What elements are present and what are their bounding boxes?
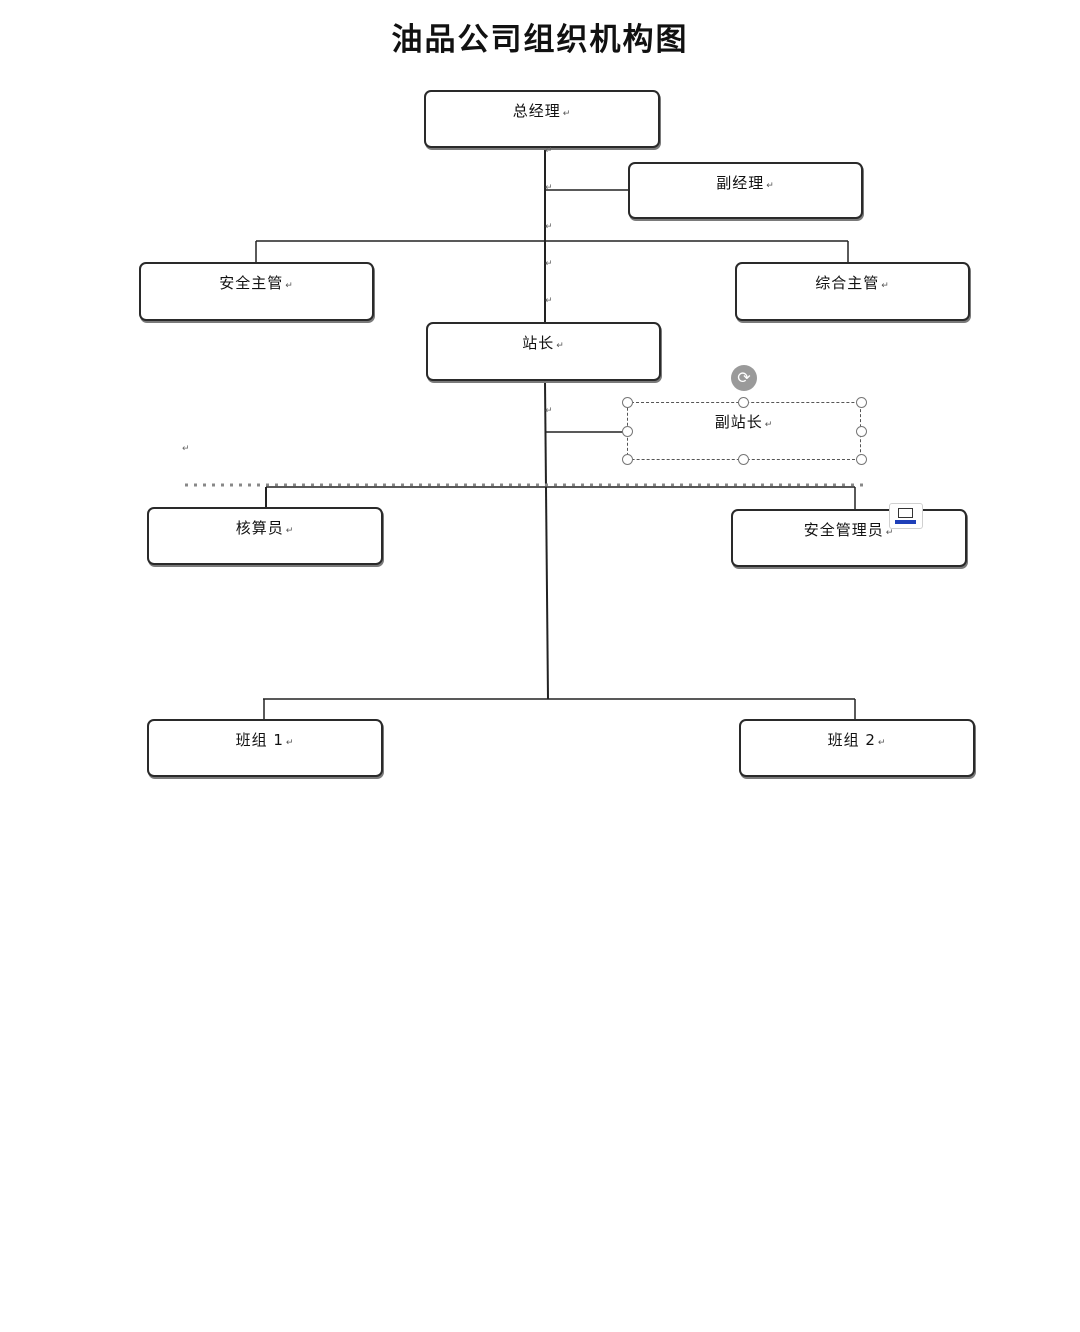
paragraph-mark: ↵ (885, 528, 895, 538)
paragraph-mark: ↵ (285, 526, 295, 536)
layout-options-bar (895, 520, 916, 524)
resize-handle-left[interactable] (622, 426, 633, 437)
resize-handle-right[interactable] (856, 426, 867, 437)
node-label: 总经理 (512, 102, 561, 120)
node-label: 班组 2 (827, 731, 876, 749)
node-label: 副经理 (716, 174, 765, 192)
paragraph-mark: ↵ (877, 738, 887, 748)
node-deputy-station-master[interactable]: 副站长↵ (627, 402, 861, 460)
node-team-1[interactable]: 班组 1↵ (147, 719, 383, 777)
paragraph-mark: ↵ (545, 296, 553, 306)
paragraph-mark: ↵ (545, 146, 553, 156)
resize-handle-bottom-right[interactable] (856, 454, 867, 465)
resize-handle-bottom[interactable] (738, 454, 749, 465)
paragraph-mark: ↵ (182, 444, 190, 454)
node-safety-administrator[interactable]: 安全管理员↵ (731, 509, 967, 567)
node-label: 安全管理员 (803, 521, 884, 539)
resize-handle-bottom-left[interactable] (622, 454, 633, 465)
paragraph-mark: ↵ (764, 420, 774, 430)
paragraph-mark: ↵ (562, 109, 572, 119)
node-label: 副站长 (714, 413, 763, 431)
node-general-manager[interactable]: 总经理↵ (424, 90, 660, 148)
node-station-master[interactable]: 站长↵ (426, 322, 661, 381)
paragraph-mark: ↵ (285, 738, 295, 748)
paragraph-mark: ↵ (545, 183, 553, 193)
node-deputy-manager[interactable]: 副经理↵ (628, 162, 863, 219)
node-safety-supervisor[interactable]: 安全主管↵ (139, 262, 374, 321)
paragraph-mark: ↵ (766, 181, 775, 191)
node-label: 安全主管 (219, 274, 284, 292)
paragraph-mark: ↵ (545, 406, 553, 416)
paragraph-mark: ↵ (556, 341, 565, 351)
node-label: 综合主管 (815, 274, 880, 292)
resize-handle-top-left[interactable] (622, 397, 633, 408)
node-team-2[interactable]: 班组 2↵ (739, 719, 975, 777)
paragraph-mark: ↵ (545, 259, 553, 269)
node-label: 站长 (522, 334, 555, 352)
node-general-affairs-supervisor[interactable]: 综合主管↵ (735, 262, 970, 321)
node-label: 核算员 (235, 519, 284, 537)
paragraph-mark: ↵ (285, 281, 294, 291)
rotate-icon[interactable]: ⟳ (731, 365, 757, 391)
chart-title: 油品公司组织机构图 (391, 22, 689, 58)
layout-options-icon[interactable] (889, 503, 923, 529)
node-label: 班组 1 (235, 731, 284, 749)
paragraph-mark: ↵ (881, 281, 890, 291)
resize-handle-top[interactable] (738, 397, 749, 408)
resize-handle-top-right[interactable] (856, 397, 867, 408)
trunk-bottom (544, 381, 549, 700)
paragraph-mark: ↵ (545, 222, 553, 232)
node-accountant[interactable]: 核算员↵ (147, 507, 383, 565)
